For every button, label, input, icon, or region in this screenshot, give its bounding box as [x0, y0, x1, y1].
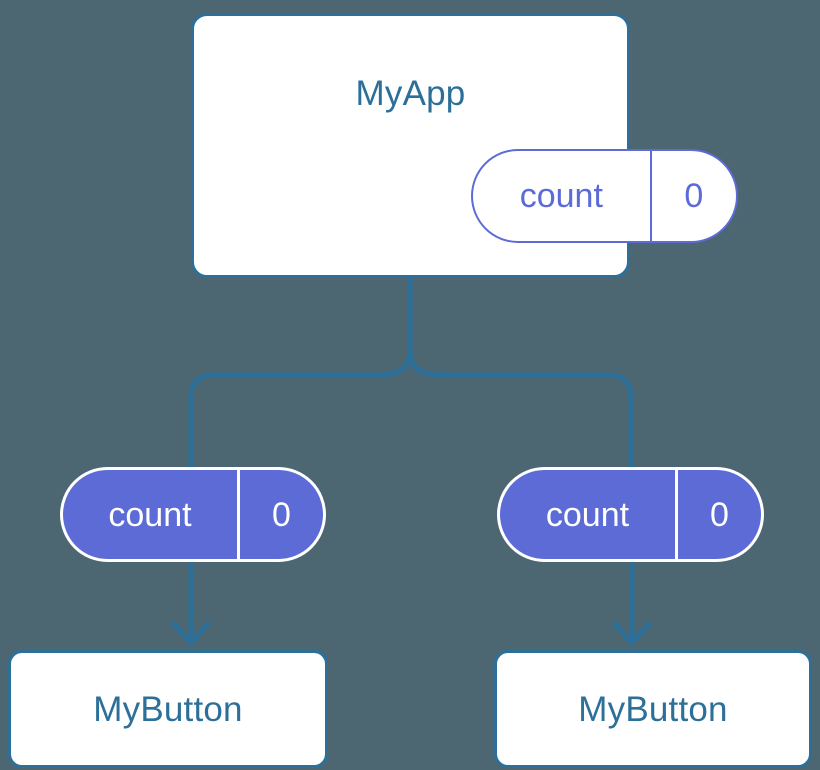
component-node-mybutton-left[interactable]: MyButton [8, 650, 328, 768]
component-title-mybutton: MyButton [93, 689, 243, 729]
fork-left-line [188, 345, 413, 473]
props-pill-count-left[interactable]: count 0 [60, 467, 326, 562]
state-pill-count[interactable]: count 0 [471, 149, 738, 243]
props-pill-value: 0 [710, 495, 729, 534]
arrow-right-head [612, 621, 652, 646]
fork-right-line [407, 345, 634, 473]
props-pill-value: 0 [272, 495, 291, 534]
state-pill-key: count [473, 151, 652, 241]
arrow-left-head [171, 621, 211, 646]
state-pill-value: 0 [684, 177, 704, 215]
props-pill-key: count [63, 470, 240, 559]
props-pill-key: count [500, 470, 678, 559]
component-title-myapp: MyApp [355, 74, 466, 113]
component-title-mybutton: MyButton [578, 689, 728, 729]
component-node-mybutton-right[interactable]: MyButton [494, 650, 812, 768]
props-pill-count-right[interactable]: count 0 [497, 467, 764, 562]
component-node-myapp[interactable]: MyApp count 0 [191, 13, 738, 278]
